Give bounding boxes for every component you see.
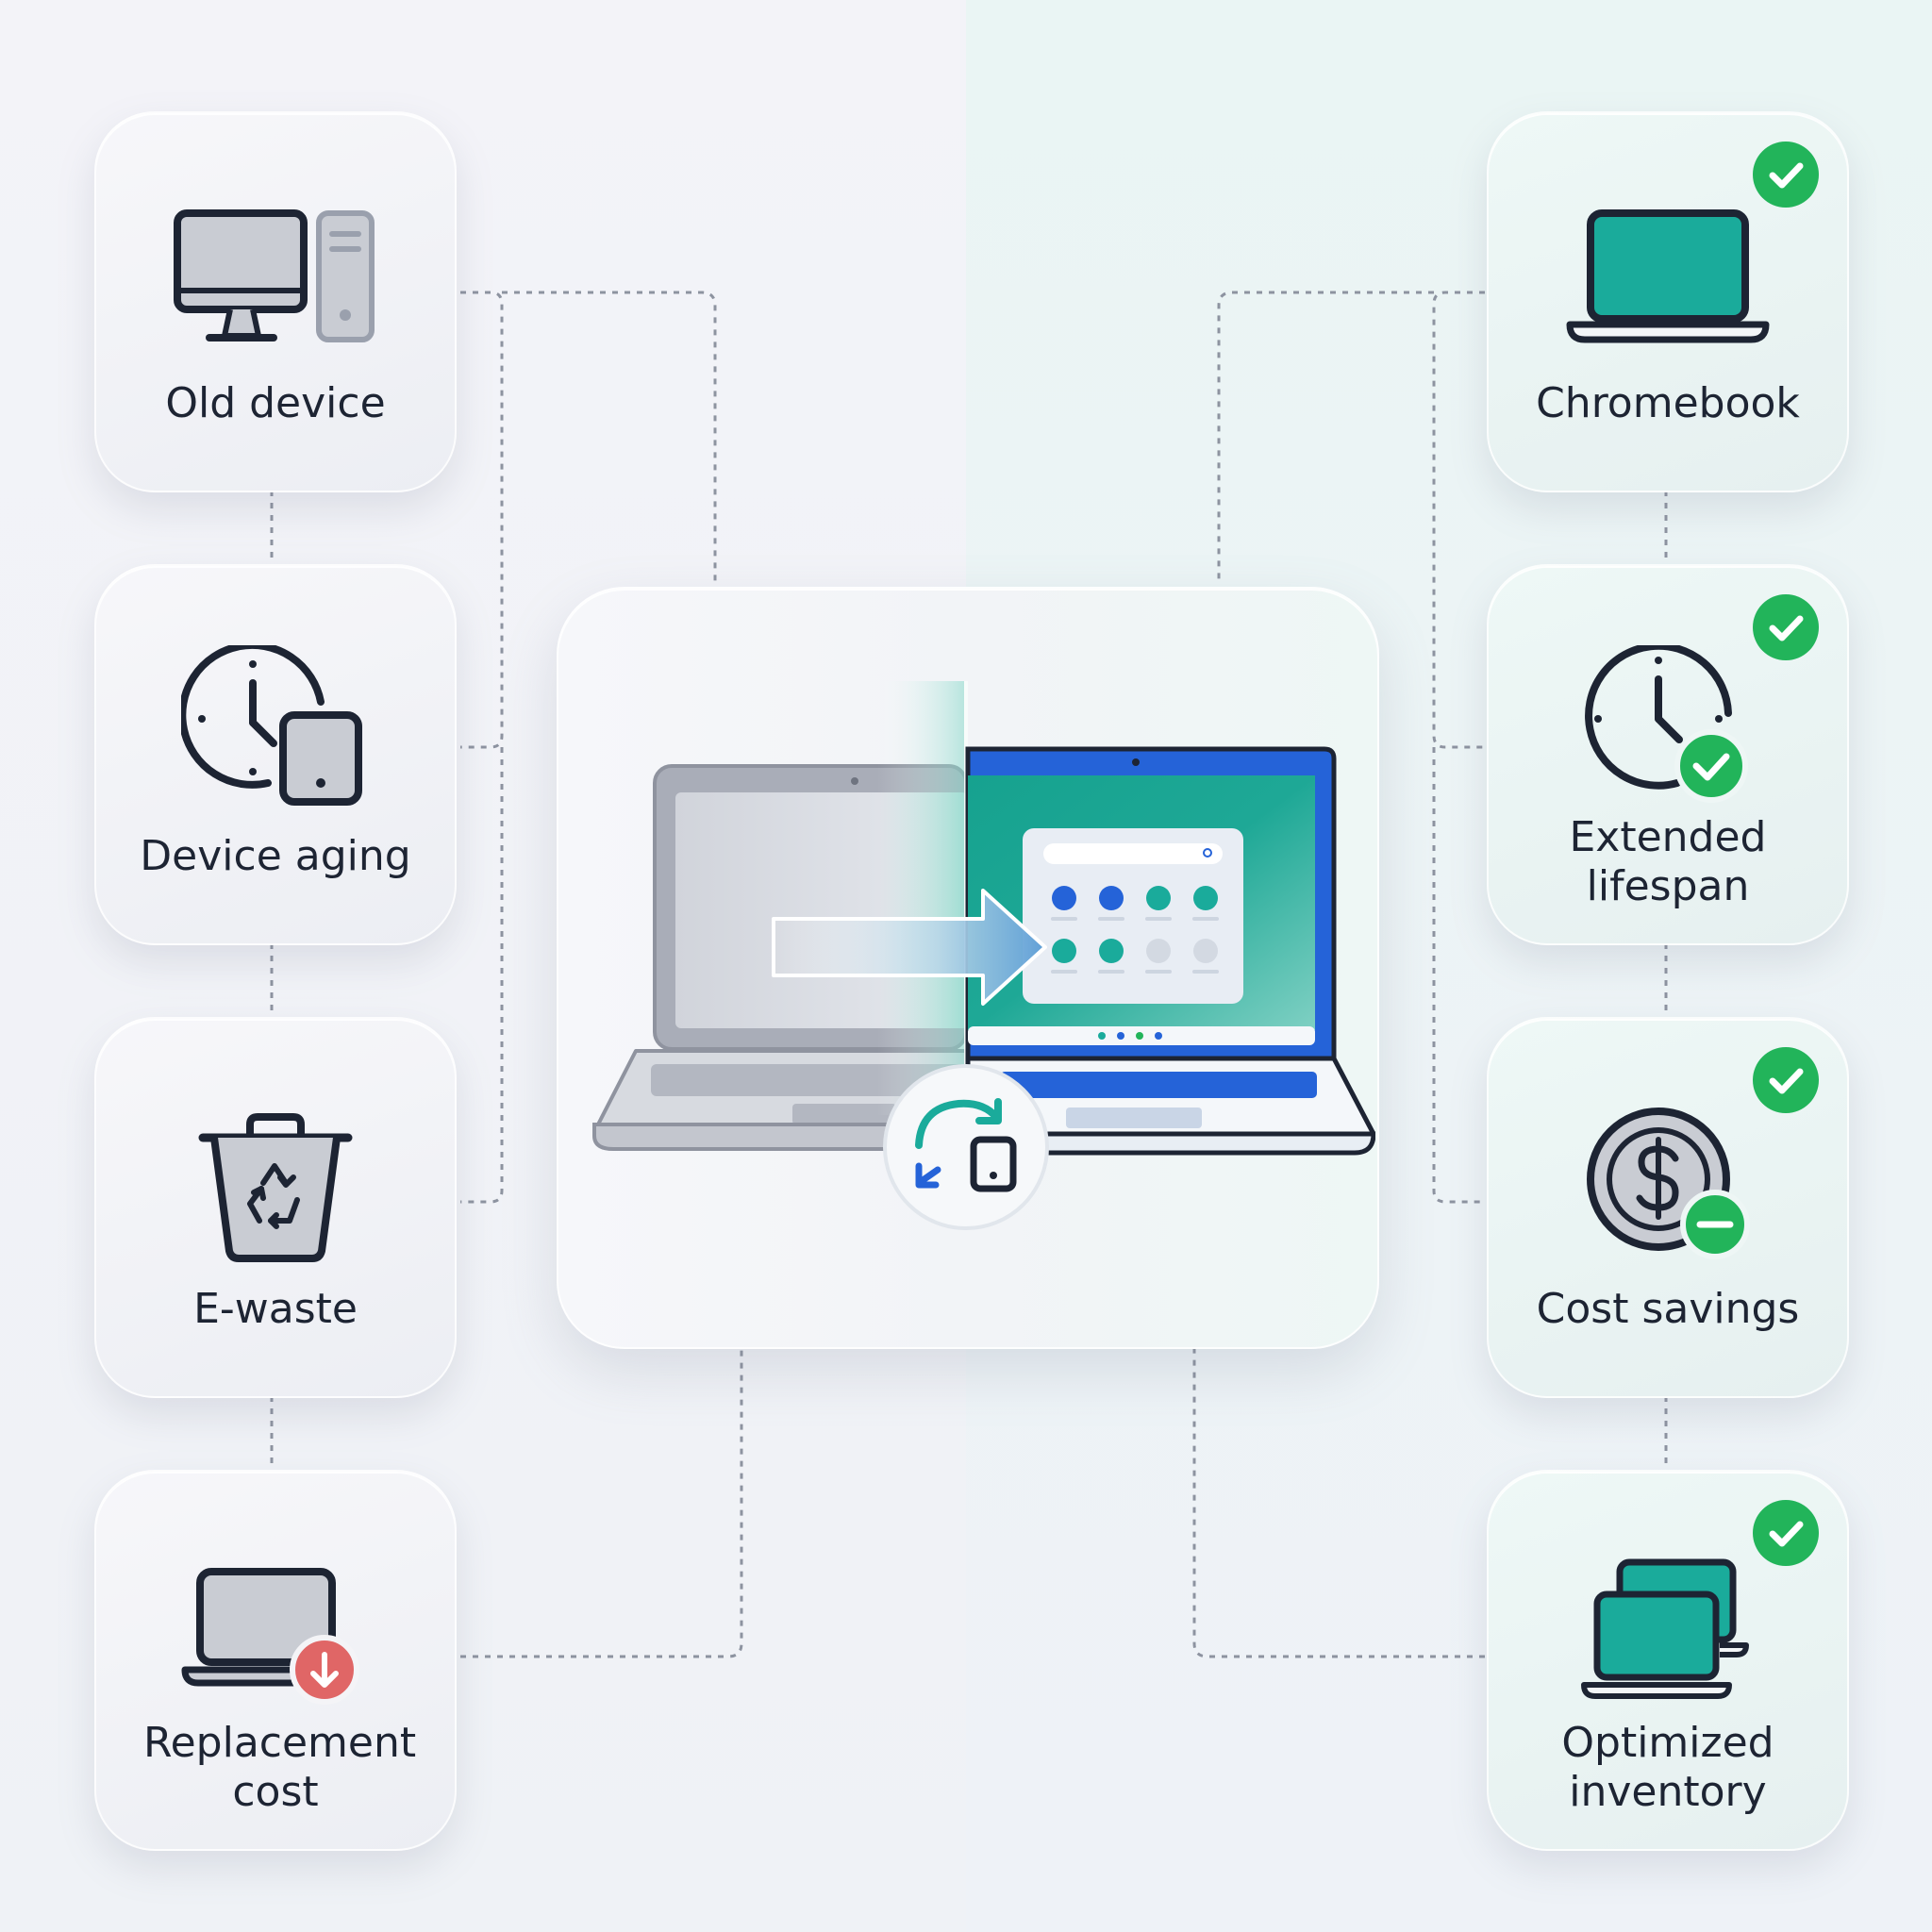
card-e-waste: E-waste [94, 1017, 457, 1398]
card-label: Replacement cost [143, 1719, 417, 1816]
check-badge-icon [1753, 1047, 1819, 1113]
stacked-laptops-icon [1581, 1558, 1749, 1699]
card-chromebook: Chromebook [1487, 111, 1849, 492]
card-label: Old device [165, 379, 386, 427]
check-badge-icon [1753, 142, 1819, 208]
check-badge-icon [1753, 1500, 1819, 1566]
card-label: E-waste [193, 1285, 358, 1333]
card-old-device: Old device [94, 111, 457, 492]
card-device-aging: Device aging [94, 564, 457, 945]
dollar-coin-minus-icon [1587, 1108, 1750, 1259]
card-replacement-cost: Replacement cost [94, 1470, 457, 1851]
card-label: Chromebook [1536, 379, 1800, 427]
desktop-computer-icon [174, 209, 375, 342]
card-label: Optimized inventory [1561, 1719, 1774, 1816]
card-label: Cost savings [1536, 1285, 1800, 1333]
clock-check-icon [1585, 645, 1748, 803]
clock-tablet-icon [181, 645, 362, 806]
card-cost-savings: Cost savings [1487, 1017, 1849, 1398]
card-extended-lifespan: Extended lifespan [1487, 564, 1849, 945]
recycle-bin-icon [198, 1113, 353, 1262]
check-badge-icon [1753, 594, 1819, 660]
card-label: Device aging [140, 832, 411, 880]
laptop-migration-icon [592, 681, 1375, 1230]
card-label: Extended lifespan [1569, 813, 1767, 910]
card-optimized-inventory: Optimized inventory [1487, 1470, 1849, 1851]
sync-device-icon [915, 1098, 1017, 1192]
chromebook-laptop-icon [1566, 209, 1770, 343]
laptop-cost-down-icon [181, 1568, 359, 1705]
